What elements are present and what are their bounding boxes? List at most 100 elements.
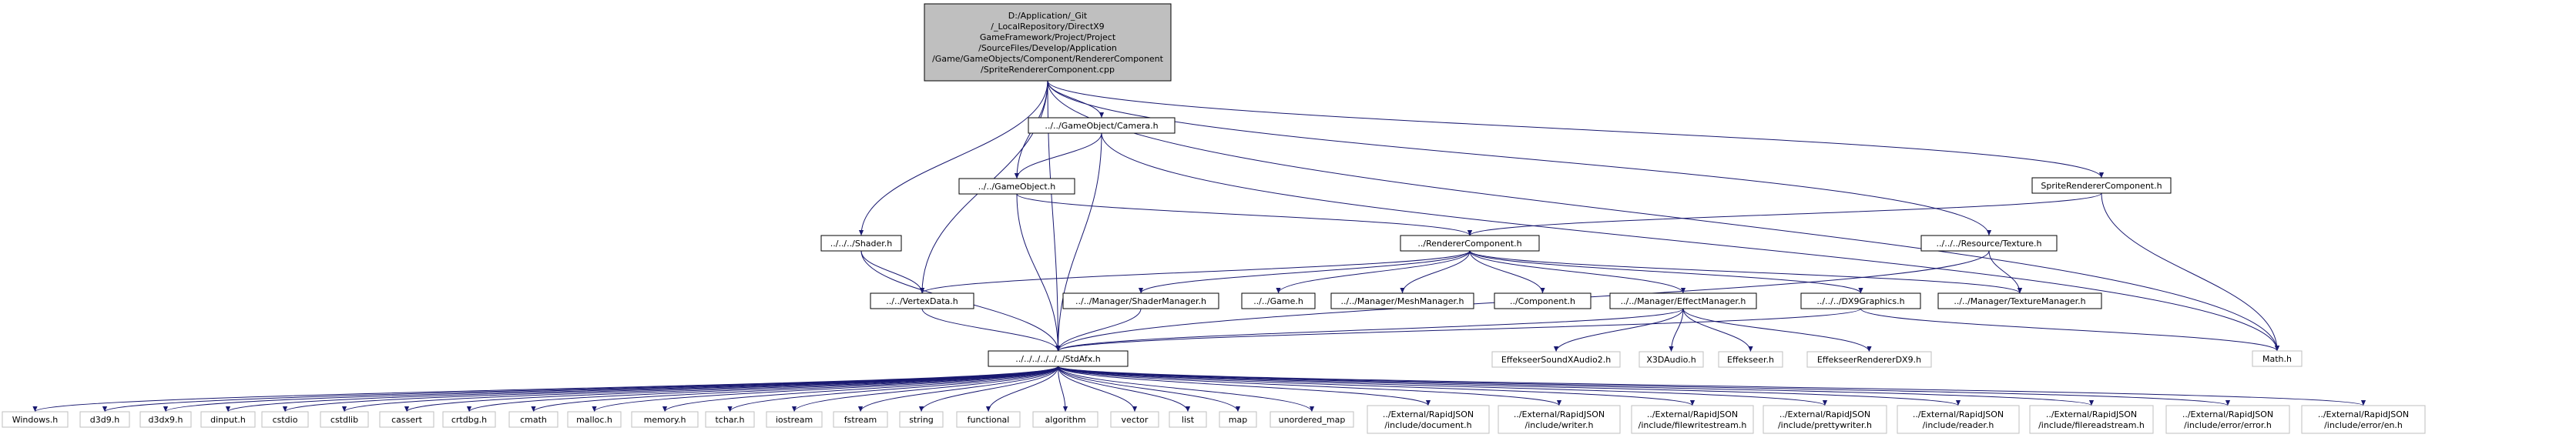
node-rj-filewrite[interactable]: ../External/RapidJSON/include/filewrites… xyxy=(1631,405,1754,434)
edge-root-to-shader xyxy=(858,80,1048,236)
node-unordered-map-label: unordered_map xyxy=(1279,415,1346,425)
node-dx9graphics-box xyxy=(1800,292,1921,309)
node-shader[interactable]: ../../../Shader.h xyxy=(820,235,902,252)
edge-renderer-to-component xyxy=(1469,250,1545,294)
node-x3daudio[interactable]: X3DAudio.h xyxy=(1639,351,1704,368)
node-camera-label: ../../GameObject/Camera.h xyxy=(1045,121,1158,131)
edge-stdafx-to-d3d9 xyxy=(102,366,1058,413)
node-string-label: string xyxy=(909,415,934,425)
node-rj-fileread-label: ../External/RapidJSON xyxy=(2046,409,2137,419)
node-algorithm[interactable]: algorithm xyxy=(1032,411,1098,428)
node-sprite-h[interactable]: SpriteRendererComponent.h xyxy=(2031,177,2172,194)
node-unordered-map[interactable]: unordered_map xyxy=(1270,411,1354,428)
node-rj-en[interactable]: ../External/RapidJSON/include/error/en.h xyxy=(2301,405,2426,434)
node-renderer[interactable]: ../RendererComponent.h xyxy=(1400,235,1540,252)
node-effrenderer[interactable]: EffekseerRendererDX9.h xyxy=(1806,351,1932,368)
node-effectmgr[interactable]: ../../Manager/EffectManager.h xyxy=(1609,292,1757,309)
node-cassert[interactable]: cassert xyxy=(379,411,434,428)
node-windows[interactable]: Windows.h xyxy=(2,411,69,428)
node-rj-pretty-box xyxy=(1763,405,1887,434)
edge-root-to-mathh xyxy=(1047,80,2280,352)
edge-camera-to-mathh xyxy=(1101,132,2280,352)
node-list[interactable]: list xyxy=(1169,411,1207,428)
node-effekseer-box xyxy=(1718,351,1783,368)
node-rj-en-label: ../External/RapidJSON xyxy=(2318,409,2409,419)
node-cassert-label: cassert xyxy=(391,415,423,425)
node-rj-error-box xyxy=(2165,405,2290,434)
node-rj-pretty[interactable]: ../External/RapidJSON/include/prettywrit… xyxy=(1763,405,1887,434)
node-rj-reader[interactable]: ../External/RapidJSON/include/reader.h xyxy=(1897,405,2020,434)
node-cmath[interactable]: cmath xyxy=(508,411,558,428)
node-shadermgr[interactable]: ../../Manager/ShaderManager.h xyxy=(1062,292,1219,309)
node-root-label: GameFramework/Project/Project xyxy=(980,32,1116,42)
edge-stdafx-to-unordered_map xyxy=(1058,366,1315,413)
node-rj-writer-label: ../External/RapidJSON xyxy=(1514,409,1605,419)
node-x3daudio-label: X3DAudio.h xyxy=(1646,355,1696,365)
edge-stdafx-to-functional xyxy=(985,366,1058,413)
node-memory[interactable]: memory.h xyxy=(631,411,699,428)
edge-camera-to-stdafx xyxy=(1055,132,1102,352)
node-rj-writer[interactable]: ../External/RapidJSON/include/writer.h xyxy=(1498,405,1621,434)
node-d3dx9[interactable]: d3dx9.h xyxy=(139,411,192,428)
node-d3d9[interactable]: d3d9.h xyxy=(79,411,130,428)
edge-root-to-sprite_h xyxy=(1047,80,2105,179)
node-dx9graphics[interactable]: ../../../DX9Graphics.h xyxy=(1800,292,1921,309)
edge-stdafx-to-cassert xyxy=(404,366,1058,413)
node-dinput[interactable]: dinput.h xyxy=(200,411,256,428)
edge-effectmgr-to-effekseer xyxy=(1682,308,1753,352)
node-rj-document[interactable]: ../External/RapidJSON/include/document.h xyxy=(1367,405,1490,434)
node-game[interactable]: ../../Game.h xyxy=(1241,292,1316,309)
node-fstream[interactable]: fstream xyxy=(833,411,888,428)
node-rj-fileread[interactable]: ../External/RapidJSON/include/filereadst… xyxy=(2029,405,2154,434)
node-cstdio-box xyxy=(261,411,309,428)
node-root-box xyxy=(924,3,1172,82)
edge-renderer-to-game xyxy=(1276,250,1471,294)
node-game-box xyxy=(1241,292,1316,309)
node-map[interactable]: map xyxy=(1219,411,1257,428)
node-rj-error-label: /include/error/error.h xyxy=(2184,420,2272,430)
node-rj-error-label: ../External/RapidJSON xyxy=(2182,409,2273,419)
node-texturemgr[interactable]: ../../Manager/TextureManager.h xyxy=(1937,292,2102,309)
node-root[interactable]: D:/Application/_Git/_LocalRepository/Dir… xyxy=(924,3,1172,82)
node-cstdlib-label: cstdlib xyxy=(330,415,358,425)
node-component[interactable]: ../Component.h xyxy=(1494,292,1592,309)
edge-root-to-camera xyxy=(1047,80,1105,119)
edge-sprite_h-to-renderer xyxy=(1467,192,2102,236)
node-map-label: map xyxy=(1229,415,1247,425)
node-vector[interactable]: vector xyxy=(1110,411,1159,428)
node-malloc[interactable]: malloc.h xyxy=(567,411,622,428)
node-crtdbg[interactable]: crtdbg.h xyxy=(442,411,496,428)
node-gameobject[interactable]: ../../GameObject.h xyxy=(958,178,1075,195)
node-malloc-label: malloc.h xyxy=(576,415,612,425)
node-map-box xyxy=(1219,411,1257,428)
node-iostream[interactable]: iostream xyxy=(766,411,823,428)
node-texture[interactable]: ../../../Resource/Texture.h xyxy=(1920,235,2058,252)
node-effekseer[interactable]: Effekseer.h xyxy=(1718,351,1783,368)
node-functional[interactable]: functional xyxy=(956,411,1021,428)
node-effekseer-label: Effekseer.h xyxy=(1727,355,1774,365)
node-tchar-label: tchar.h xyxy=(715,415,744,425)
node-functional-label: functional xyxy=(968,415,1010,425)
node-vertexdata[interactable]: ../../VertexData.h xyxy=(870,292,974,309)
node-functional-box xyxy=(956,411,1021,428)
node-rj-document-label: /include/document.h xyxy=(1384,420,1471,430)
node-rj-error[interactable]: ../External/RapidJSON/include/error/erro… xyxy=(2165,405,2290,434)
node-cstdio[interactable]: cstdio xyxy=(261,411,309,428)
edge-gameobject-to-renderer xyxy=(1016,193,1473,236)
node-cstdlib[interactable]: cstdlib xyxy=(320,411,369,428)
node-shadermgr-box xyxy=(1062,292,1219,309)
edge-stdafx-to-list xyxy=(1058,366,1191,413)
node-tchar[interactable]: tchar.h xyxy=(705,411,755,428)
node-rj-filewrite-box xyxy=(1631,405,1754,434)
dependency-nodes: D:/Application/_Git/_LocalRepository/Dir… xyxy=(2,3,2426,434)
node-camera[interactable]: ../../GameObject/Camera.h xyxy=(1028,117,1176,134)
node-effectmgr-label: ../../Manager/EffectManager.h xyxy=(1621,296,1746,306)
node-component-label: ../Component.h xyxy=(1510,296,1575,306)
node-stdafx[interactable]: ../../../../../../StdAfx.h xyxy=(988,350,1129,367)
node-meshmgr[interactable]: ../../Manager/MeshManager.h xyxy=(1330,292,1474,309)
node-mathh[interactable]: Math.h xyxy=(2252,350,2303,367)
edge-stdafx-to-rj_document xyxy=(1058,366,1431,406)
node-string[interactable]: string xyxy=(899,411,944,428)
node-soundx[interactable]: EffekseerSoundXAudio2.h xyxy=(1491,351,1621,368)
node-texturemgr-label: ../../Manager/TextureManager.h xyxy=(1954,296,2085,306)
